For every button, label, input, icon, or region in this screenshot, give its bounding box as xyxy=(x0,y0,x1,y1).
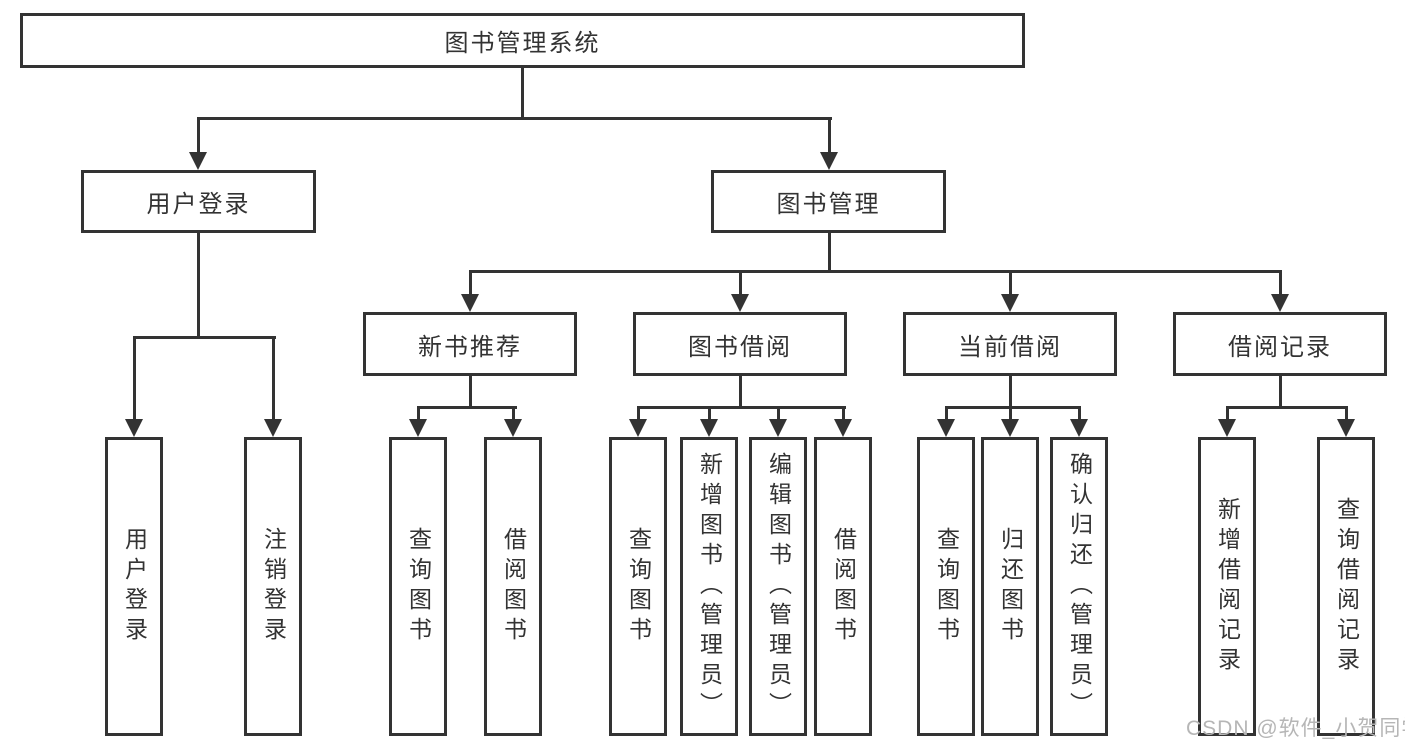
leaf-cb-return-books: 归还图书 xyxy=(981,437,1039,736)
node-borrow-record: 借阅记录 xyxy=(1173,312,1387,376)
csdn-watermark: CSDN @软件_小贺同学 xyxy=(1186,717,1405,740)
leaf-rec-query-books: 查询图书 xyxy=(389,437,447,736)
edge-borrow-record-stub xyxy=(1279,376,1282,409)
arrowhead-book-borrow xyxy=(731,294,749,312)
leaf-br-query-record-label: 查询借阅记录 xyxy=(1333,496,1360,677)
arrowhead-leaf xyxy=(1070,419,1088,437)
arrowhead-leaf xyxy=(504,419,522,437)
leaf-rec-borrow-books: 借阅图书 xyxy=(484,437,542,736)
leaf-br-query-record: 查询借阅记录 xyxy=(1317,437,1375,736)
leaf-cb-query-books: 查询图书 xyxy=(917,437,975,736)
arrowhead-leaf xyxy=(1001,419,1019,437)
leaf-bb-add-books-label: 新增图书（管理员） xyxy=(696,451,723,722)
arrowhead-leaf xyxy=(1218,419,1236,437)
edge-root-split xyxy=(197,117,832,120)
edge-borrow-record-split xyxy=(1226,406,1348,409)
edge-root-stub xyxy=(521,68,524,118)
edge-to-leaf xyxy=(708,406,711,422)
edge-user-login-split xyxy=(133,336,276,339)
leaf-logout: 注销登录 xyxy=(244,437,302,736)
arrowhead-logout-leaf xyxy=(264,419,282,437)
edge-to-book-mgmt xyxy=(828,117,831,154)
edge-to-leaf xyxy=(512,406,515,422)
leaf-bb-edit-books-label: 编辑图书（管理员） xyxy=(765,451,792,722)
edge-to-leaf xyxy=(1009,406,1012,422)
leaf-bb-borrow-books: 借阅图书 xyxy=(814,437,872,736)
arrowhead-current-borrow xyxy=(1001,294,1019,312)
node-root-label: 图书管理系统 xyxy=(444,30,601,57)
edge-book-mgmt-stub xyxy=(828,233,831,273)
leaf-cb-return-books-label: 归还图书 xyxy=(997,526,1024,647)
arrowhead-leaf xyxy=(629,419,647,437)
leaf-br-add-record: 新增借阅记录 xyxy=(1198,437,1256,736)
leaf-bb-borrow-books-label: 借阅图书 xyxy=(830,526,857,647)
arrowhead-login-leaf xyxy=(125,419,143,437)
edge-to-book-borrow xyxy=(739,270,742,296)
arrowhead-leaf xyxy=(834,419,852,437)
edge-to-leaf xyxy=(842,406,845,422)
edge-current-borrow-stub xyxy=(1009,376,1012,409)
edge-book-mgmt-split xyxy=(469,270,1282,273)
edge-new-book-rec-split xyxy=(417,406,517,409)
arrowhead-leaf xyxy=(769,419,787,437)
node-book-mgmt: 图书管理 xyxy=(711,170,946,233)
node-new-book-rec: 新书推荐 xyxy=(363,312,577,376)
edge-to-leaf xyxy=(417,406,420,422)
leaf-logout-label: 注销登录 xyxy=(260,526,287,647)
edge-book-borrow-stub xyxy=(739,376,742,409)
leaf-bb-edit-books: 编辑图书（管理员） xyxy=(749,437,807,736)
edge-to-leaf xyxy=(945,406,948,422)
leaf-bb-query-books: 查询图书 xyxy=(609,437,667,736)
node-book-borrow: 图书借阅 xyxy=(633,312,847,376)
edge-to-login-leaf xyxy=(133,336,136,421)
arrowhead-leaf xyxy=(700,419,718,437)
node-borrow-record-label: 借阅记录 xyxy=(1228,333,1332,361)
leaf-cb-query-books-label: 查询图书 xyxy=(933,526,960,647)
node-current-borrow: 当前借阅 xyxy=(903,312,1117,376)
edge-to-logout-leaf xyxy=(272,336,275,421)
node-new-book-rec-label: 新书推荐 xyxy=(418,333,522,361)
edge-book-borrow-split xyxy=(637,406,846,409)
arrowhead-user-login xyxy=(189,152,207,170)
arrowhead-leaf xyxy=(409,419,427,437)
edge-to-leaf xyxy=(637,406,640,422)
edge-to-new-book-rec xyxy=(469,270,472,296)
leaf-cb-confirm-return-label: 确认归还（管理员） xyxy=(1066,451,1093,722)
node-book-mgmt-label: 图书管理 xyxy=(776,191,881,218)
leaf-cb-confirm-return: 确认归还（管理员） xyxy=(1050,437,1108,736)
edge-user-login-stub xyxy=(197,233,200,338)
leaf-rec-query-books-label: 查询图书 xyxy=(405,526,432,647)
edge-to-leaf xyxy=(1078,406,1081,422)
leaf-user-login-label: 用户登录 xyxy=(121,526,148,647)
edge-to-leaf xyxy=(1345,406,1348,422)
edge-to-borrow-record xyxy=(1279,270,1282,296)
arrowhead-leaf xyxy=(937,419,955,437)
arrowhead-borrow-record xyxy=(1271,294,1289,312)
node-current-borrow-label: 当前借阅 xyxy=(958,333,1062,361)
edge-to-current-borrow xyxy=(1009,270,1012,296)
node-book-borrow-label: 图书借阅 xyxy=(688,333,792,361)
arrowhead-leaf xyxy=(1337,419,1355,437)
edge-to-leaf xyxy=(777,406,780,422)
node-user-login-label: 用户登录 xyxy=(146,191,251,218)
leaf-bb-query-books-label: 查询图书 xyxy=(625,526,652,647)
leaf-rec-borrow-books-label: 借阅图书 xyxy=(500,526,527,647)
arrowhead-book-mgmt xyxy=(820,152,838,170)
leaf-br-add-record-label: 新增借阅记录 xyxy=(1214,496,1241,677)
edge-to-user-login xyxy=(197,117,200,154)
leaf-bb-add-books: 新增图书（管理员） xyxy=(680,437,738,736)
arrowhead-new-book-rec xyxy=(461,294,479,312)
edge-current-borrow-split xyxy=(945,406,1081,409)
node-root: 图书管理系统 xyxy=(20,13,1025,68)
edge-to-leaf xyxy=(1226,406,1229,422)
edge-new-book-rec-stub xyxy=(469,376,472,409)
leaf-user-login: 用户登录 xyxy=(105,437,163,736)
node-user-login: 用户登录 xyxy=(81,170,316,233)
